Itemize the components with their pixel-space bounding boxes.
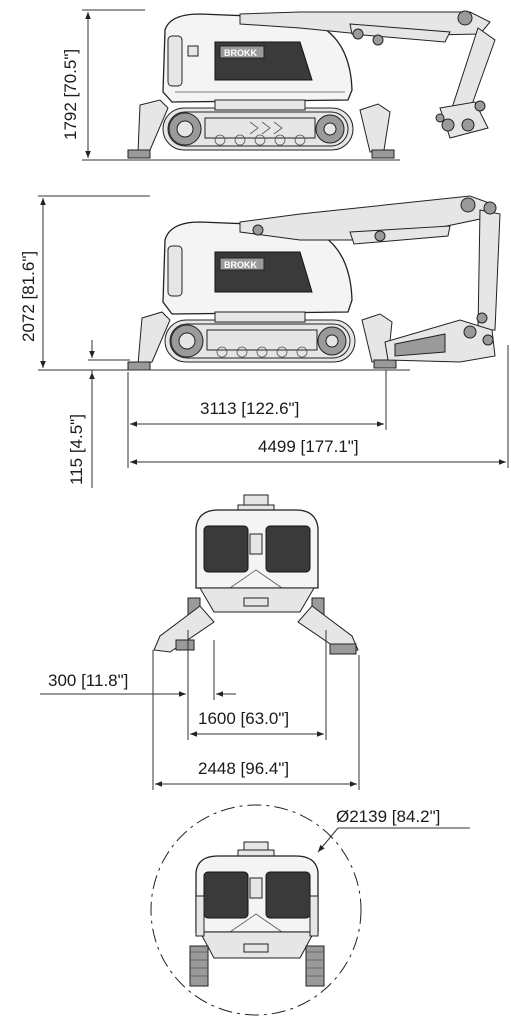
front-view: 300 [11.8"] 1600 [63.0"] 2448 [96.4"]	[40, 494, 360, 790]
logo-side: BROKK	[224, 48, 257, 58]
dim-outrigger-width: 2448 [96.4"]	[198, 759, 289, 778]
boom-arm	[239, 10, 496, 139]
dim-side-height: 1792 [70.5"]	[61, 49, 80, 140]
right-outrigger	[359, 103, 395, 159]
side-view-working: 2072 [81.6"] 115 [4.5"] BROKK	[19, 195, 509, 488]
dim-side-height-raised: 2072 [81.6"]	[19, 251, 38, 342]
dim-outrigger-span: 3113 [122.6"]	[200, 399, 299, 418]
left-outrigger	[127, 99, 169, 159]
dim-pad-width: 300 [11.8"]	[48, 671, 128, 690]
turning-view: Ø2139 [84.2"]	[150, 804, 470, 1016]
turning-circle	[150, 804, 362, 1016]
side-view-transport: 1792 [70.5"]	[61, 9, 496, 161]
dim-track-width: 1600 [63.0"]	[198, 709, 289, 728]
dim-outrigger-lift: 115 [4.5"]	[67, 414, 86, 485]
dim-overall-length: 4499 [177.1"]	[258, 437, 359, 456]
track-assembly	[162, 107, 354, 151]
dim-turning-diameter: Ø2139 [84.2"]	[336, 807, 440, 826]
logo-side-working: BROKK	[224, 260, 257, 270]
machine-body: BROKK	[162, 13, 353, 111]
